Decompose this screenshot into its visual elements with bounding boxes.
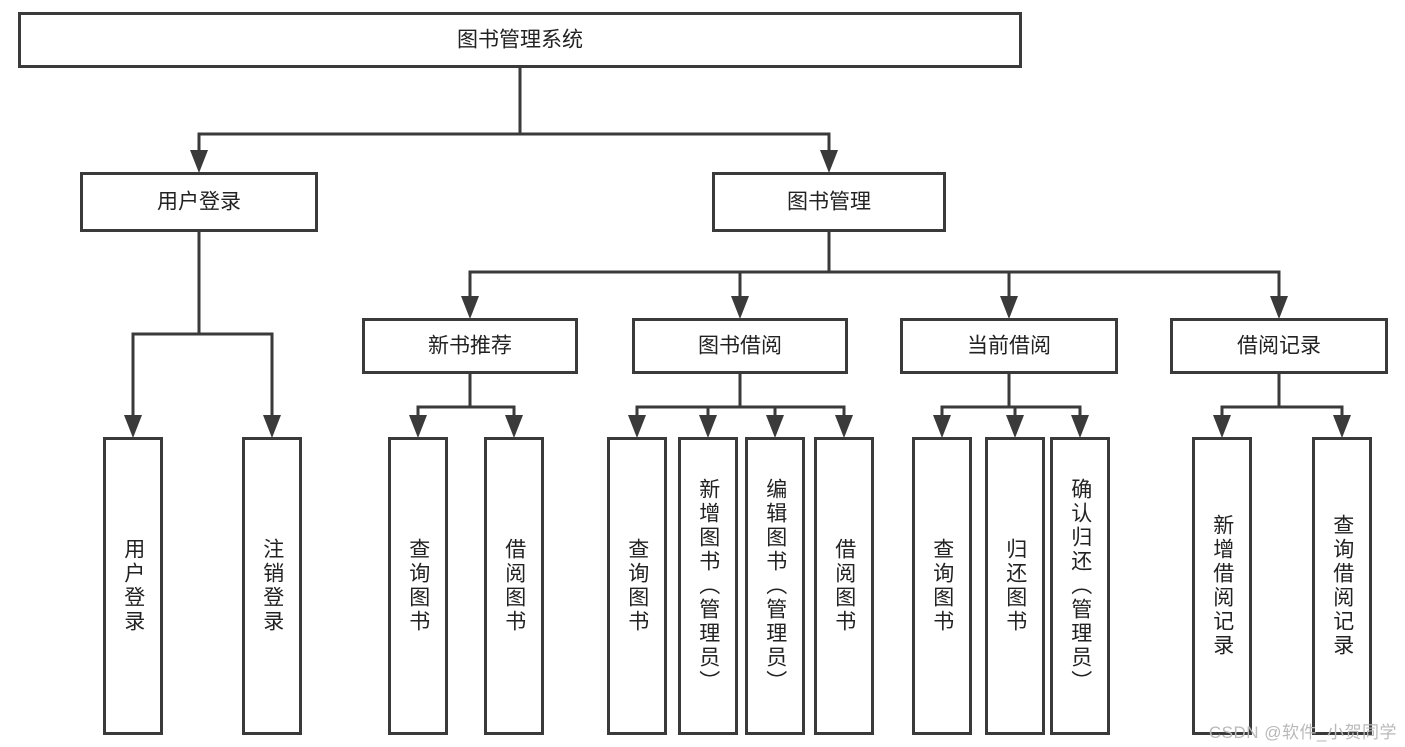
node-box-records[interactable] (1170, 318, 1388, 374)
node-box-bookmgmt[interactable] (712, 172, 946, 232)
arrow-head-icon (263, 415, 281, 438)
edge-login-to-leaf-user-logout (263, 332, 281, 438)
node-label-borrow: 图书借阅 (698, 335, 782, 358)
arrow-head-icon (190, 150, 208, 173)
node-box-leaf-borrow-book-2[interactable] (814, 437, 874, 735)
node-label-bookmgmt: 图书管理 (787, 191, 871, 214)
node-box-newbook[interactable] (362, 318, 578, 374)
edge-current-to-leaf-query-book-3 (933, 405, 951, 438)
edge-bookmgmt-to-records (1270, 270, 1288, 319)
arrow-head-icon (1270, 296, 1288, 319)
node-box-leaf-add-book[interactable] (678, 437, 738, 735)
node-label-login: 用户登录 (157, 191, 241, 214)
node-box-leaf-user-login[interactable] (103, 437, 163, 735)
arrow-head-icon (766, 415, 784, 438)
node-box-leaf-add-record[interactable] (1192, 437, 1252, 735)
connector-bar-newbook (416, 372, 516, 409)
node-box-leaf-query-record[interactable] (1312, 437, 1372, 735)
arrow-head-icon (505, 415, 523, 438)
edge-records-to-leaf-add-record (1213, 405, 1231, 438)
connector-bar-login (131, 230, 274, 336)
arrow-head-icon (1333, 415, 1351, 438)
edge-newbook-to-leaf-borrow-book-1 (505, 405, 523, 438)
edge-borrow-to-leaf-edit-book (766, 405, 784, 438)
connector-bar-current (940, 372, 1082, 409)
connectors-layer (124, 66, 1351, 438)
edge-borrow-to-leaf-borrow-book-2 (835, 405, 853, 438)
edge-login-to-leaf-user-login (124, 332, 142, 438)
arrow-head-icon (820, 150, 838, 173)
arrow-head-icon (124, 415, 142, 438)
csdn-watermark: CSDN @软件_小贺同学 (1208, 723, 1397, 742)
node-box-leaf-return-book[interactable] (985, 437, 1045, 735)
edge-root-to-bookmgmt (820, 132, 838, 173)
edge-records-to-leaf-query-record (1333, 405, 1351, 438)
node-label-newbook: 新书推荐 (428, 335, 512, 358)
connector-bar-records (1220, 372, 1344, 409)
edge-current-to-leaf-return-book (1006, 405, 1024, 438)
arrow-head-icon (731, 296, 749, 319)
edge-current-to-leaf-confirm-return (1071, 405, 1089, 438)
node-box-login[interactable] (80, 172, 318, 232)
node-box-leaf-confirm-return[interactable] (1050, 437, 1110, 735)
arrow-head-icon (1006, 415, 1024, 438)
arrow-head-icon (1071, 415, 1089, 438)
node-box-root[interactable] (18, 12, 1022, 68)
arrow-head-icon (699, 415, 717, 438)
node-label-root: 图书管理系统 (457, 29, 583, 52)
arrow-head-icon (933, 415, 951, 438)
edge-borrow-to-leaf-query-book-2 (628, 405, 646, 438)
node-box-leaf-query-book-2[interactable] (607, 437, 667, 735)
edge-borrow-to-leaf-add-book (699, 405, 717, 438)
node-label-records: 借阅记录 (1237, 335, 1321, 358)
connector-bar-root (197, 66, 831, 136)
edge-bookmgmt-to-current (1000, 270, 1018, 319)
node-label-current: 当前借阅 (967, 335, 1051, 358)
arrow-head-icon (409, 415, 427, 438)
arrow-head-icon (1000, 296, 1018, 319)
node-box-current[interactable] (900, 318, 1118, 374)
edge-newbook-to-leaf-query-book-1 (409, 405, 427, 438)
node-box-leaf-query-book-3[interactable] (912, 437, 972, 735)
connector-bar-bookmgmt (468, 230, 1281, 274)
node-box-borrow[interactable] (632, 318, 848, 374)
boxes-layer (18, 12, 1388, 735)
node-box-leaf-user-logout[interactable] (242, 437, 302, 735)
arrow-head-icon (628, 415, 646, 438)
edge-root-to-login (190, 132, 208, 173)
node-box-leaf-edit-book[interactable] (745, 437, 805, 735)
node-box-leaf-borrow-book-1[interactable] (484, 437, 544, 735)
arrow-head-icon (461, 296, 479, 319)
connector-bar-borrow (635, 372, 846, 409)
edge-bookmgmt-to-borrow (731, 270, 749, 319)
arrow-head-icon (1213, 415, 1231, 438)
arrow-head-icon (835, 415, 853, 438)
node-box-leaf-query-book-1[interactable] (388, 437, 448, 735)
edge-bookmgmt-to-newbook (461, 270, 479, 319)
